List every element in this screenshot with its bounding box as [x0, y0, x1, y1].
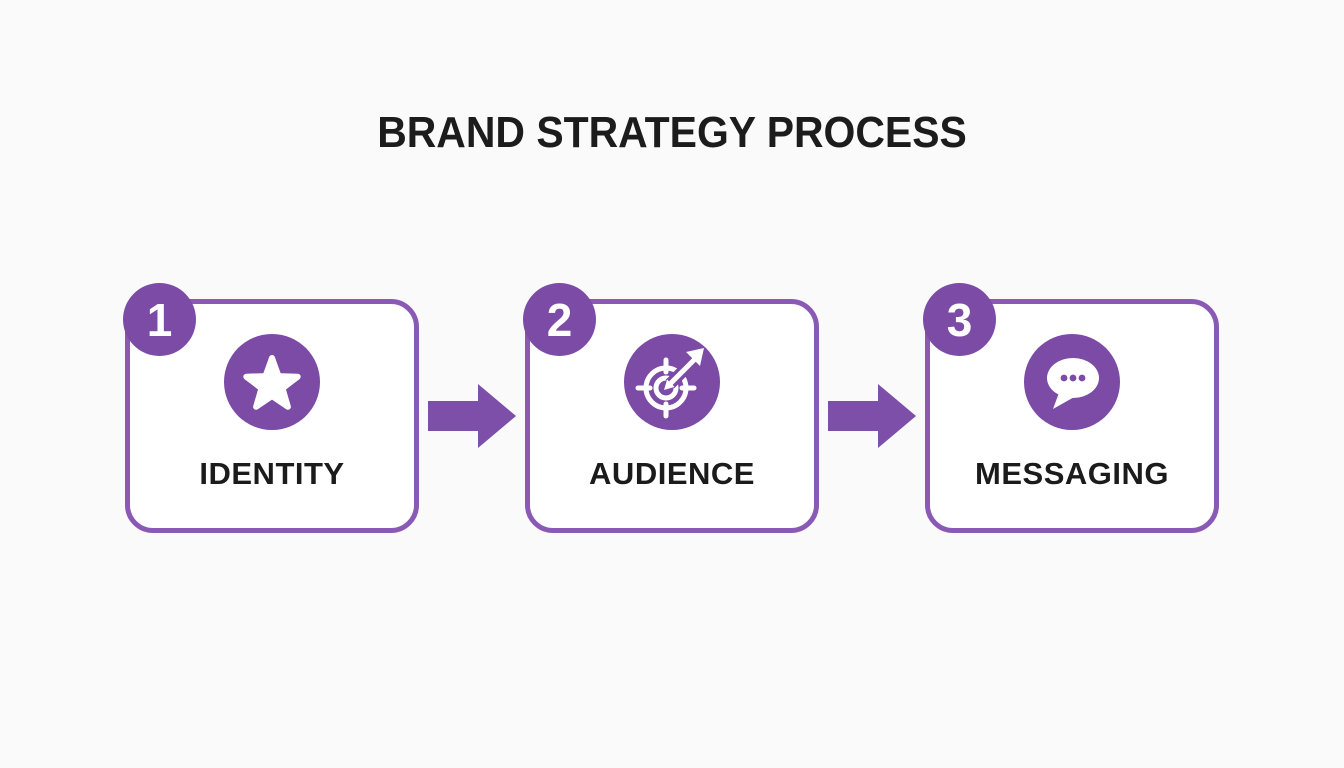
step-label: IDENTITY — [199, 456, 345, 491]
step-number: 2 — [546, 293, 573, 346]
speech-bubble-icon — [1024, 334, 1120, 430]
step-card-identity: 1 IDENTITY — [123, 283, 419, 533]
process-row: 1 IDENTITY 2 — [0, 283, 1344, 533]
step-number-badge: 3 — [923, 283, 996, 356]
step-label: MESSAGING — [975, 456, 1169, 491]
step-number: 3 — [946, 293, 973, 346]
target-arrow-icon — [624, 334, 720, 430]
page-title: BRAND STRATEGY PROCESS — [0, 108, 1344, 158]
page-title-text: BRAND STRATEGY PROCESS — [377, 108, 967, 157]
step-number-badge: 1 — [123, 283, 196, 356]
step-card-audience: 2 — [523, 283, 819, 533]
step-card-messaging: 3 MESSAGING — [923, 283, 1219, 533]
right-arrow-icon — [428, 384, 516, 448]
star-icon — [224, 334, 320, 430]
right-arrow-icon — [828, 384, 916, 448]
step-number: 1 — [146, 293, 173, 346]
step-label: AUDIENCE — [589, 456, 755, 491]
step-number-badge: 2 — [523, 283, 596, 356]
